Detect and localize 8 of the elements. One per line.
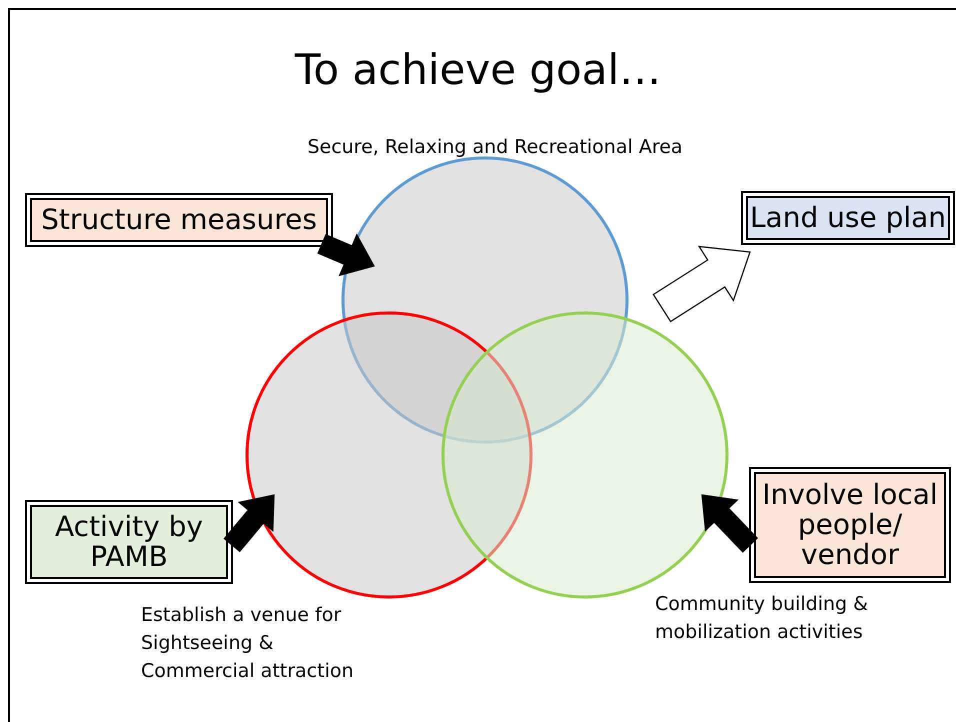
block-arrow [223,494,275,552]
circle-caption: Community building & mobilization activities [655,592,869,645]
circle-caption: Establish a venue for Sightseeing & Commercial attraction [141,603,355,684]
block-arrow [317,233,375,276]
slide-title: To achieve goal… [294,45,662,94]
circle-caption: Secure, Relaxing and Recreational Area [306,135,684,160]
block-arrow [701,494,758,553]
block-arrow [652,246,751,322]
